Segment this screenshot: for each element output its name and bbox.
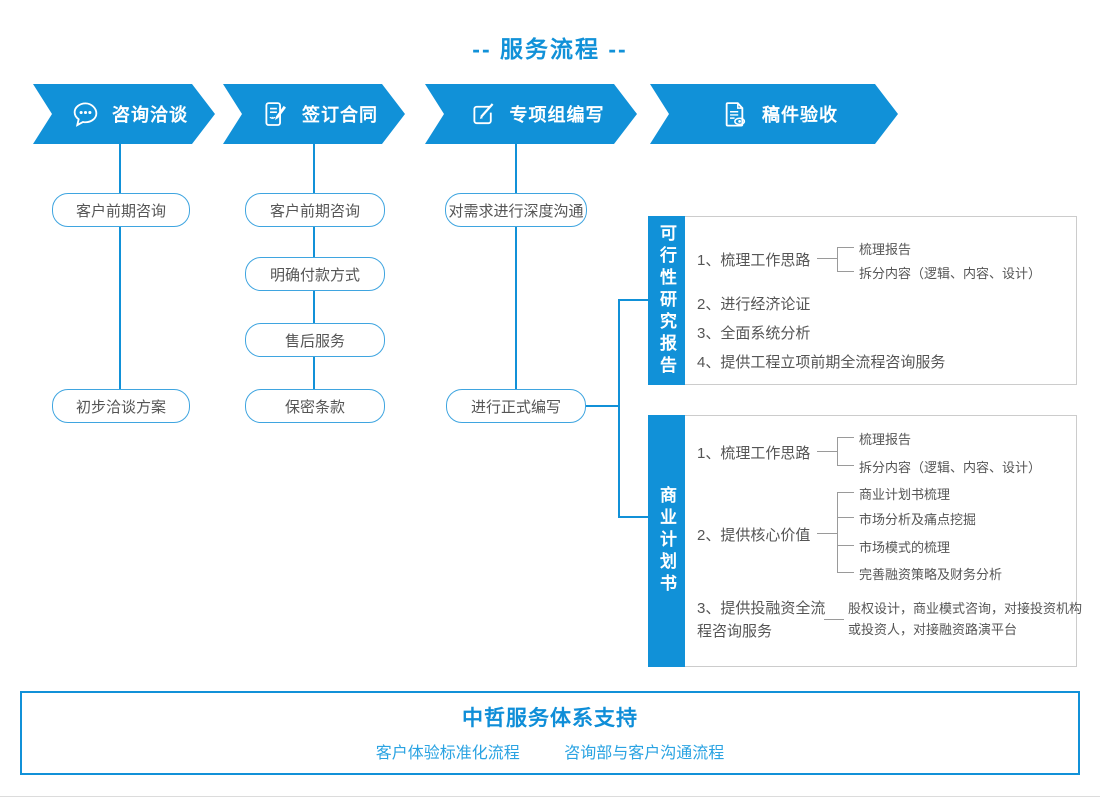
branch-line — [837, 545, 854, 546]
section-item: 2、提供核心价值 — [697, 527, 811, 544]
step-arrow-contract: 签订合同 — [223, 84, 405, 144]
connector-line — [313, 144, 315, 193]
section-item: 1、梳理工作思路 — [697, 445, 811, 462]
bottom-divider — [0, 796, 1100, 797]
footer-subtitle-right: 咨询部与客户沟通流程 — [564, 745, 725, 762]
section-item: 3、全面系统分析 — [697, 325, 811, 342]
flow-box: 进行正式编写 — [446, 389, 586, 423]
branch-line — [837, 492, 838, 573]
branch-line — [837, 437, 854, 438]
branch-line — [817, 533, 837, 534]
connector-line — [313, 291, 315, 323]
section-feasibility-report: 可行性研究报告 1、梳理工作思路 梳理报告 拆分内容（逻辑、内容、设计） 2、进… — [648, 216, 1077, 385]
section-item: 1、梳理工作思路 — [697, 252, 811, 269]
step-label: 专项组编写 — [509, 105, 605, 125]
branch-line — [824, 619, 844, 620]
branch-line — [817, 258, 837, 259]
section-panel — [685, 216, 1077, 385]
edit-square-icon — [468, 99, 499, 130]
document-review-icon — [720, 99, 751, 130]
branch-line — [837, 247, 838, 272]
chat-bubble-icon — [70, 99, 101, 130]
section-item: 2、进行经济论证 — [697, 296, 811, 313]
flow-box: 对需求进行深度沟通 — [445, 193, 587, 227]
connector-line — [618, 516, 648, 518]
branch-label: 完善融资策略及财务分析 — [859, 567, 1003, 582]
flow-box: 客户前期咨询 — [245, 193, 385, 227]
section-tab: 商业计划书 — [648, 415, 685, 667]
connector-line — [515, 227, 517, 389]
connector-line — [618, 299, 620, 518]
connector-line — [119, 227, 121, 389]
branch-line — [837, 517, 854, 518]
flow-box: 初步洽谈方案 — [52, 389, 190, 423]
branch-line — [837, 437, 838, 465]
flow-box: 客户前期咨询 — [52, 193, 190, 227]
footer-support-box: 中哲服务体系支持 客户体验标准化流程 咨询部与客户沟通流程 — [20, 691, 1080, 775]
section-item: 3、提供投融资全流程咨询服务 — [697, 600, 826, 640]
footer-subtitle: 客户体验标准化流程 咨询部与客户沟通流程 — [22, 739, 1078, 763]
connector-line — [119, 144, 121, 193]
connector-line — [618, 299, 648, 301]
section-business-plan: 商业计划书 1、梳理工作思路 梳理报告 拆分内容（逻辑、内容、设计） 2、提供核… — [648, 415, 1082, 667]
branch-label: 市场模式的梳理 — [859, 540, 951, 555]
branch-line — [837, 247, 854, 248]
branch-label: 梳理报告 — [859, 242, 912, 257]
page-title: -- 服务流程 -- — [472, 36, 628, 62]
branch-line — [837, 572, 854, 573]
connector-line — [515, 144, 517, 193]
branch-line — [817, 451, 837, 452]
branch-label: 股权设计，商业模式咨询，对接投资机构或投资人，对接融资路演平台 — [848, 601, 1083, 637]
flow-box: 售后服务 — [245, 323, 385, 357]
branch-line — [837, 492, 854, 493]
section-tab: 可行性研究报告 — [648, 216, 685, 385]
step-label: 签订合同 — [302, 105, 378, 125]
connector-line — [586, 405, 619, 407]
connector-line — [313, 357, 315, 389]
footer-title: 中哲服务体系支持 — [462, 707, 638, 730]
connector-line — [313, 227, 315, 257]
flow-box: 明确付款方式 — [245, 257, 385, 291]
branch-label: 商业计划书梳理 — [859, 487, 951, 502]
step-arrow-consult: 咨询洽谈 — [33, 84, 215, 144]
flow-box: 保密条款 — [245, 389, 385, 423]
branch-label: 拆分内容（逻辑、内容、设计） — [859, 266, 1042, 281]
contract-pen-icon — [260, 99, 291, 130]
step-label: 咨询洽谈 — [112, 105, 188, 125]
branch-line — [837, 271, 854, 272]
step-label: 稿件验收 — [762, 105, 838, 125]
section-panel — [685, 415, 1077, 667]
branch-line — [837, 465, 854, 466]
step-arrow-acceptance: 稿件验收 — [650, 84, 898, 144]
section-item: 4、提供工程立项前期全流程咨询服务 — [697, 354, 946, 371]
branch-label: 市场分析及痛点挖掘 — [859, 512, 977, 527]
branch-label: 梳理报告 — [859, 432, 912, 447]
footer-subtitle-left: 客户体验标准化流程 — [375, 745, 520, 762]
branch-label: 拆分内容（逻辑、内容、设计） — [859, 460, 1042, 475]
step-arrow-writing: 专项组编写 — [425, 84, 637, 144]
